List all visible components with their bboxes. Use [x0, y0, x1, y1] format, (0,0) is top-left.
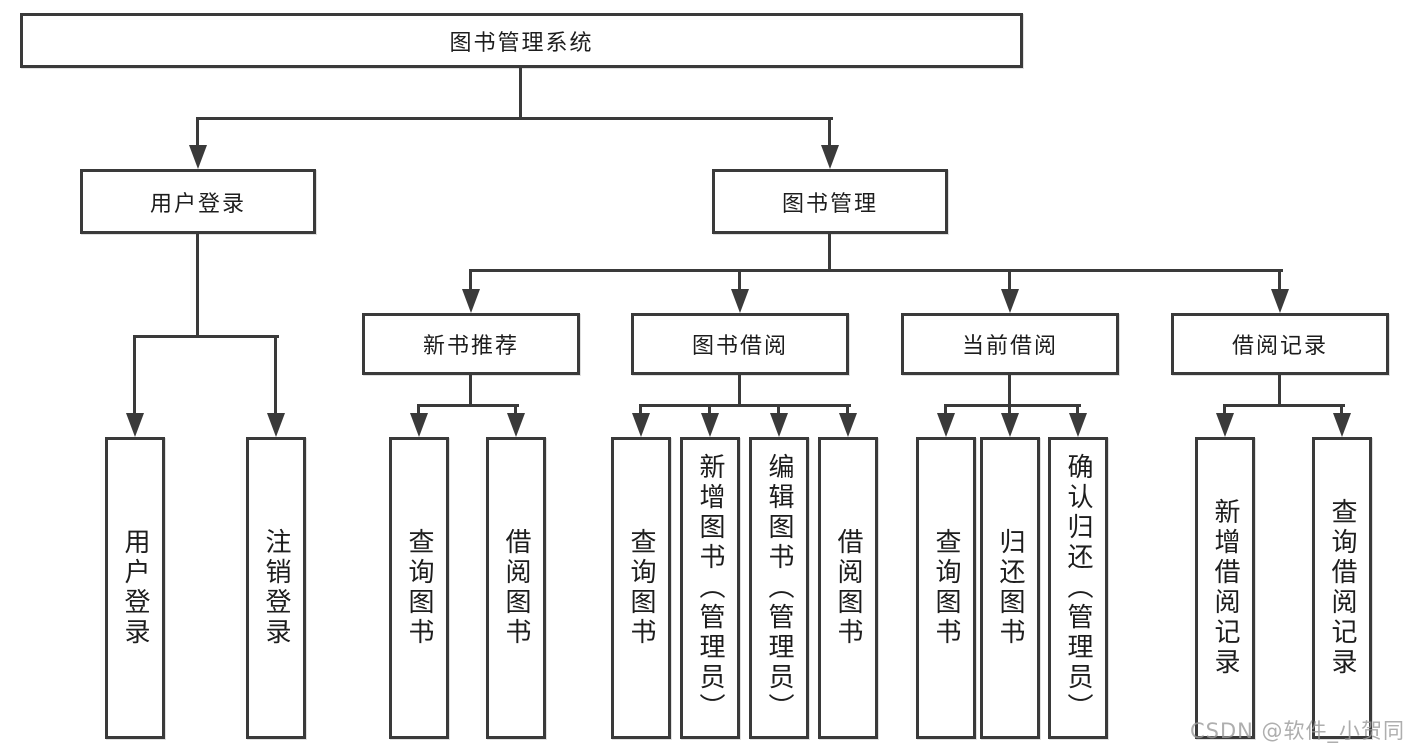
root-stem-line — [519, 66, 522, 119]
current-borrowing-stem-line — [1008, 375, 1011, 407]
leaf-query-book-3: 查询图书 — [916, 437, 976, 739]
arrow-to-book-management-icon — [821, 120, 839, 169]
new-book-recommend-rail-line — [417, 404, 519, 407]
node-book-borrowing: 图书借阅 — [631, 313, 849, 375]
leaf-borrow-book-1: 借阅图书 — [486, 437, 546, 739]
leaf-borrow-book-2: 借阅图书 — [818, 437, 878, 739]
watermark: CSDN @软件_小贺同学 — [1190, 719, 1405, 743]
leaf-user-login: 用户登录 — [105, 437, 165, 739]
node-new-book-recommend: 新书推荐 — [362, 313, 580, 375]
node-library-system: 图书管理系统 — [20, 13, 1023, 68]
arrow-to-confirm-return-icon — [1069, 407, 1087, 437]
leaf-add-borrow-record: 新增借阅记录 — [1195, 437, 1255, 739]
arrow-to-borrow-records-icon — [1271, 272, 1289, 313]
arrow-to-borrow-book-2-icon — [839, 407, 857, 437]
node-book-management: 图书管理 — [712, 169, 948, 234]
arrow-to-leaf-logout-icon — [267, 338, 285, 437]
arrow-to-book-borrowing-icon — [731, 272, 749, 313]
arrow-to-new-book-recommend-icon — [462, 272, 480, 313]
arrow-to-query-book-2-icon — [632, 407, 650, 437]
arrow-to-query-book-3-icon — [937, 407, 955, 437]
arrow-to-query-book-1-icon — [410, 407, 428, 437]
node-borrow-records: 借阅记录 — [1171, 313, 1389, 375]
book-borrowing-stem-line — [738, 375, 741, 407]
arrow-to-current-borrowing-icon — [1001, 272, 1019, 313]
leaf-query-borrow-record: 查询借阅记录 — [1312, 437, 1372, 739]
arrow-to-borrow-book-1-icon — [507, 407, 525, 437]
leaf-return-book: 归还图书 — [980, 437, 1040, 739]
borrow-records-rail-line — [1223, 404, 1345, 407]
borrow-records-stem-line — [1278, 375, 1281, 407]
leaf-query-book-2: 查询图书 — [611, 437, 671, 739]
book-management-stem-line — [828, 234, 831, 272]
leaf-logout: 注销登录 — [246, 437, 306, 739]
arrow-to-edit-book-icon — [770, 407, 788, 437]
user-login-stem-line — [196, 234, 199, 338]
leaf-query-book-1: 查询图书 — [389, 437, 449, 739]
leaf-edit-book-admin: 编辑图书（管理员） — [749, 437, 809, 739]
arrow-to-user-login-icon — [189, 120, 207, 169]
user-login-rail-line — [133, 335, 279, 338]
current-borrowing-rail-line — [944, 404, 1081, 407]
new-book-recommend-stem-line — [469, 375, 472, 407]
book-borrowing-rail-line — [639, 404, 851, 407]
node-user-login: 用户登录 — [80, 169, 316, 234]
leaf-add-book-admin: 新增图书（管理员） — [680, 437, 740, 739]
leaf-confirm-return-admin: 确认归还（管理员） — [1048, 437, 1108, 739]
node-current-borrowing: 当前借阅 — [901, 313, 1119, 375]
arrow-to-leaf-user-login-icon — [126, 338, 144, 437]
level2-rail-line — [196, 117, 833, 120]
arrow-to-add-borrow-record-icon — [1216, 407, 1234, 437]
level3-rail-line — [469, 269, 1283, 272]
arrow-to-return-book-icon — [1001, 407, 1019, 437]
arrow-to-query-borrow-record-icon — [1333, 407, 1351, 437]
arrow-to-add-book-icon — [701, 407, 719, 437]
